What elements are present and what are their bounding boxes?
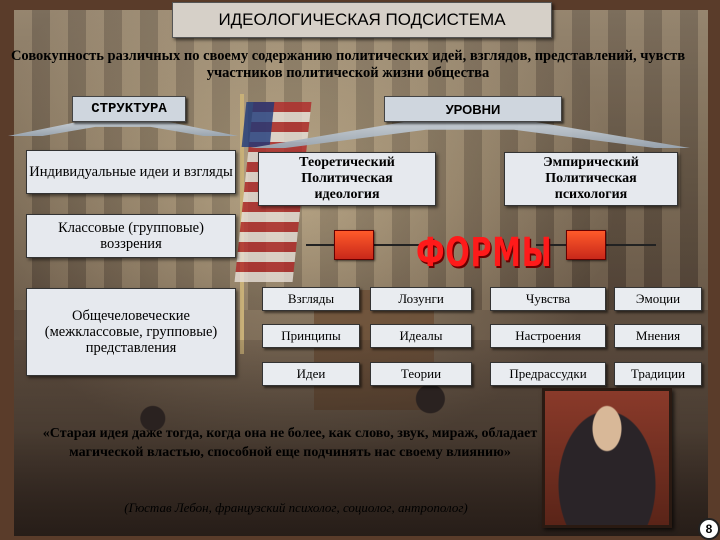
slide-number-badge: 8 (698, 518, 720, 540)
level-theoretical-line2: Политическая (301, 171, 393, 187)
structure-item-individual: Индивидуальные идеи и взгляды (26, 150, 236, 194)
form-cell: Принципы (262, 324, 360, 348)
form-cell: Лозунги (370, 287, 472, 311)
quote-author: (Гюстав Лебон, французский психолог, соц… (46, 500, 546, 516)
form-cell: Взгляды (262, 287, 360, 311)
form-cell: Мнения (614, 324, 702, 348)
theoretical-forms-marker (334, 230, 374, 260)
level-theoretical-line3: идеология (314, 187, 379, 203)
level-empirical: Эмпирический Политическая психология (504, 152, 678, 206)
empirical-forms-marker (566, 230, 606, 260)
page-title: ИДЕОЛОГИЧЕСКАЯ ПОДСИСТЕМА (172, 2, 552, 38)
level-empirical-line3: психология (555, 187, 627, 203)
structure-item-universal: Общечеловеческие (межклассовые, групповы… (26, 288, 236, 376)
form-cell: Теории (370, 362, 472, 386)
form-cell: Чувства (490, 287, 606, 311)
author-portrait (542, 388, 672, 528)
flag-canton (242, 102, 275, 147)
structure-label: СТРУКТУРА (72, 96, 186, 122)
forms-heading: ФОРМЫ (416, 230, 552, 276)
level-theoretical: Теоретический Политическая идеология (258, 152, 436, 206)
quote-text: «Старая идея даже тогда, когда она не бо… (30, 424, 550, 462)
form-cell: Настроения (490, 324, 606, 348)
form-cell: Идеи (262, 362, 360, 386)
levels-label: УРОВНИ (384, 96, 562, 122)
level-empirical-line2: Политическая (545, 171, 637, 187)
definition-text: Совокупность различных по своему содержа… (8, 48, 688, 82)
form-cell: Эмоции (614, 287, 702, 311)
level-theoretical-name: Теоретический (299, 155, 395, 171)
form-cell: Традиции (614, 362, 702, 386)
form-cell: Идеалы (370, 324, 472, 348)
level-empirical-name: Эмпирический (543, 155, 639, 171)
structure-item-class: Классовые (групповые) воззрения (26, 214, 236, 258)
form-cell: Предрассудки (490, 362, 606, 386)
